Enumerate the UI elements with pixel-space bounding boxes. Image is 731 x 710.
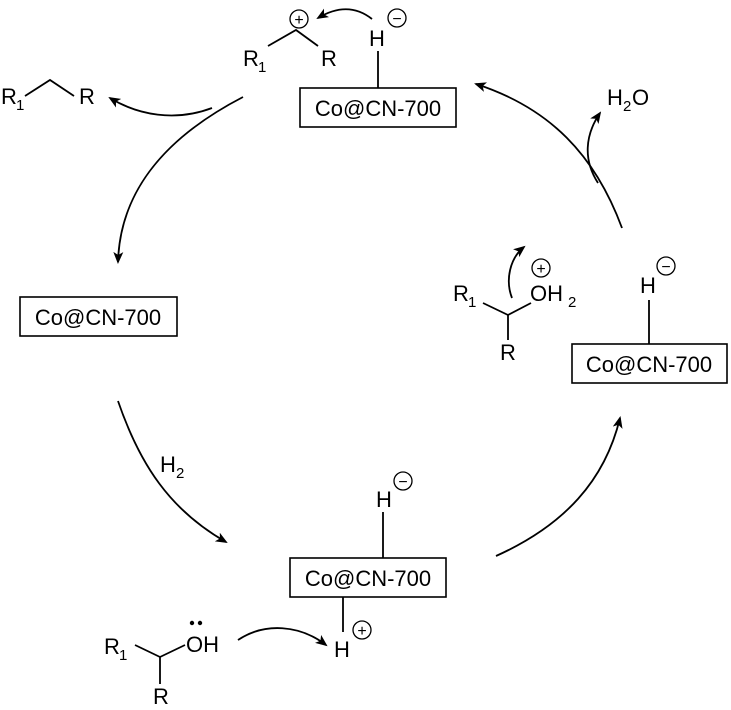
water-release-arrow [586,111,602,184]
cycle-arrow-left-to-bottom [117,400,228,543]
carbocation-top: R 1 R + [243,9,337,76]
svg-text:+: + [294,12,303,29]
alcohol-r1-sub: 1 [119,647,127,664]
oxonium-r1: R [453,281,469,306]
product-r1-sub: 1 [16,97,24,114]
bottom-hydride: H − [376,471,413,558]
hydride-transfer-arrow [316,8,373,20]
product-alkane: R 1 R [1,78,95,114]
cycle-arrow-bottom-to-right [495,416,623,557]
carbocation-r1-sub: 1 [258,59,266,76]
product-r: R [79,84,95,109]
top-hydride-h: H [369,26,385,51]
lone-pair-dot-2 [197,620,203,626]
oxonium-r: R [500,340,516,365]
carbocation-r1: R [243,46,259,71]
h2-label: H [160,452,176,477]
bottom-proton-plus-icon: + [352,620,372,640]
alcohol-oh: OH [186,632,219,657]
top-hydride-minus-icon: − [387,8,407,28]
water-leaving-arrow [508,245,526,299]
water-h: H [607,85,623,110]
catalyst-box-left: Co@CN-700 [19,296,178,337]
right-hydride-minus-icon: − [656,256,676,276]
protonation-arrow [237,627,328,647]
cycle-arrow-top-to-left [113,96,244,264]
product-release-arrow [108,96,213,117]
oxonium-plus-icon: + [531,258,551,278]
bottom-hydride-h: H [376,487,392,512]
svg-text:−: − [661,259,670,276]
h2-reagent: H 2 [160,452,184,482]
bottom-proton-h: H [334,637,350,662]
bottom-proton: H + [334,597,372,662]
catalyst-label-top: Co@CN-700 [315,96,441,121]
catalyst-box-top: Co@CN-700 [299,87,457,128]
water-o: O [632,85,649,110]
catalyst-label-right: Co@CN-700 [586,352,712,377]
alcohol-substrate: R 1 OH R [104,620,219,709]
oxonium-r1-sub: 1 [468,294,476,311]
svg-text:+: + [357,623,366,640]
catalyst-box-right: Co@CN-700 [571,343,728,384]
catalyst-label-left: Co@CN-700 [35,305,161,330]
carbocation-r: R [321,46,337,71]
svg-text:−: − [392,11,401,28]
cycle-arrow-right-to-top [474,82,623,229]
lone-pair-dot-1 [189,620,195,626]
oxonium-oh: OH [530,281,563,306]
product-r1: R [1,84,17,109]
right-hydride-h: H [640,273,656,298]
alcohol-r1: R [104,634,120,659]
water-sub: 2 [623,98,631,115]
alcohol-r: R [153,684,169,709]
catalyst-label-bottom: Co@CN-700 [305,566,431,591]
bottom-hydride-minus-icon: − [393,471,413,491]
h2-sub: 2 [176,465,184,482]
top-hydride: H − [369,8,407,88]
protonated-alcohol: R 1 OH 2 R + [453,258,576,365]
water-product: H 2 O [607,85,649,115]
svg-text:+: + [536,261,545,278]
catalyst-box-bottom: Co@CN-700 [289,557,447,598]
oxonium-h2-sub: 2 [568,294,576,311]
svg-text:−: − [398,474,407,491]
right-hydride: H − [640,256,676,344]
carbocation-plus-icon: + [289,9,309,29]
